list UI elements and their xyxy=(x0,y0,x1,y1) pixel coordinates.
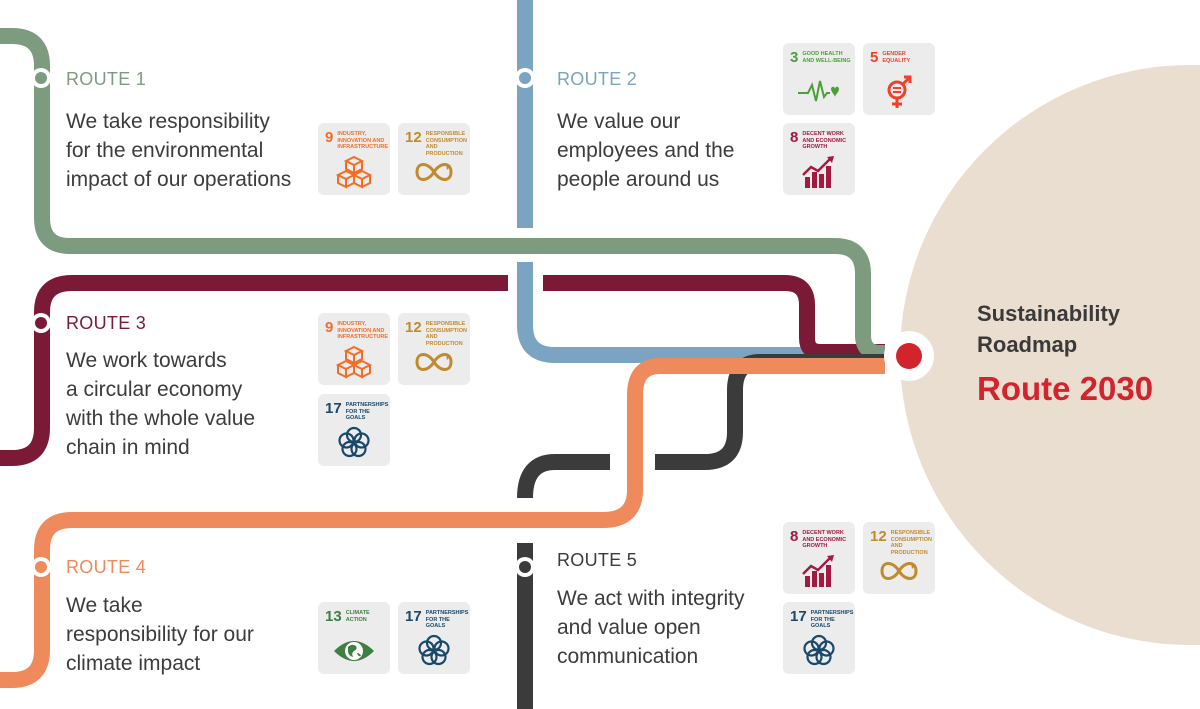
rings-icon xyxy=(797,634,841,668)
sdg-goal-8-tile: 8Decent work and economic growth xyxy=(783,522,855,594)
roadmap-title-line1: Sustainability xyxy=(977,301,1121,326)
sdg-goal-title: Responsible consumption and production xyxy=(425,131,467,157)
sdg-goal-header: 3Good health and well-being xyxy=(790,49,851,66)
sdg-goal-header: 8Decent work and economic growth xyxy=(790,129,851,151)
sdg-goal-12-tile: 12Responsible consumption and production xyxy=(863,522,935,594)
sdg-goal-header: 12Responsible consumption and production xyxy=(405,129,467,157)
route-2-line xyxy=(517,0,885,363)
sdg-goal-header: 12Responsible consumption and production xyxy=(405,319,467,347)
roadmap-title: Sustainability Roadmap xyxy=(977,298,1177,360)
sdg-goal-header: 9Industry, innovation and infrastructure xyxy=(325,319,389,341)
sdg-goal-title: Gender equality xyxy=(882,51,911,64)
sdg-goal-title: Good health and well-being xyxy=(802,51,851,64)
sdg-goal-header: 12Responsible consumption and production xyxy=(870,528,932,556)
route-4-description: We take responsibility for our climate i… xyxy=(66,594,254,675)
sdg-goal-3-tile: 3Good health and well-being xyxy=(783,43,855,115)
sdg-goal-header: 5Gender equality xyxy=(870,49,931,66)
sdg-goal-title: Industry, innovation and infrastructure xyxy=(337,321,389,340)
sdg-goal-title: Partnerships for the goals xyxy=(345,402,389,421)
sdg-goal-8-tile: 8Decent work and economic growth xyxy=(783,123,855,195)
center-circle xyxy=(900,65,1200,645)
sdg-goal-12-tile: 12Responsible consumption and production xyxy=(398,313,470,385)
sdg-goal-17-tile: 17Partnerships for the goals xyxy=(318,394,390,466)
route-3-line xyxy=(0,275,885,466)
sdg-goal-12-tile: 12Responsible consumption and production xyxy=(398,123,470,195)
route-5-description: We act with integrity and value open com… xyxy=(557,587,745,668)
sdg-goal-number: 8 xyxy=(790,528,799,545)
sdg-goal-number: 13 xyxy=(325,608,342,625)
sdg-goal-13-tile: 13Climate action xyxy=(318,602,390,674)
sdg-goal-header: 17Partnerships for the goals xyxy=(405,608,469,630)
gender-icon xyxy=(877,75,921,109)
sdg-goal-title: Partnerships for the goals xyxy=(425,610,469,629)
sdg-goal-number: 3 xyxy=(790,49,799,66)
sdg-goal-number: 12 xyxy=(870,528,887,545)
sdg-goal-number: 9 xyxy=(325,319,334,336)
route-1-label: ROUTE 1 xyxy=(66,69,147,89)
sdg-goal-title: Responsible consumption and production xyxy=(425,321,467,347)
sdg-goal-number: 8 xyxy=(790,129,799,146)
route-4-line xyxy=(0,358,885,688)
sdg-goal-header: 17Partnerships for the goals xyxy=(790,608,854,630)
route-5-label: ROUTE 5 xyxy=(557,550,638,570)
rings-icon xyxy=(412,634,456,668)
sdg-goal-number: 17 xyxy=(790,608,807,625)
sdg-goal-header: 13Climate action xyxy=(325,608,386,625)
route-2-description: We value our employees and the people ar… xyxy=(557,110,735,191)
growth-chart-icon xyxy=(797,554,841,588)
sdg-goal-5-tile: 5Gender equality xyxy=(863,43,935,115)
rings-icon xyxy=(332,426,376,460)
route-3-label: ROUTE 3 xyxy=(66,313,147,333)
infinity-icon xyxy=(412,345,456,379)
sdg-goal-header: 9Industry, innovation and infrastructure xyxy=(325,129,389,151)
route-1-line xyxy=(0,28,885,361)
roadmap-title-line2: Roadmap xyxy=(977,332,1078,357)
route-3-description: We work towards a circular economy with … xyxy=(66,349,256,459)
sdg-goal-title: Decent work and economic growth xyxy=(802,131,847,150)
cubes-icon xyxy=(332,345,376,379)
sdg-goal-title: Responsible consumption and production xyxy=(890,530,932,556)
sdg-goal-title: Partnerships for the goals xyxy=(810,610,854,629)
sdg-goal-number: 12 xyxy=(405,319,422,336)
heartbeat-icon xyxy=(797,75,841,109)
infinity-icon xyxy=(412,155,456,189)
sdg-goal-17-tile: 17Partnerships for the goals xyxy=(398,602,470,674)
sdg-goal-number: 9 xyxy=(325,129,334,146)
route-4-label: ROUTE 4 xyxy=(66,557,147,577)
sdg-goal-number: 12 xyxy=(405,129,422,146)
sdg-goal-title: Decent work and economic growth xyxy=(802,530,847,549)
infinity-icon xyxy=(877,554,921,588)
eye-globe-icon xyxy=(332,634,376,668)
sdg-goal-header: 8Decent work and economic growth xyxy=(790,528,851,550)
sdg-goal-title: Industry, innovation and infrastructure xyxy=(337,131,389,150)
growth-chart-icon xyxy=(797,155,841,189)
roadmap-route-2030: Route 2030 xyxy=(977,370,1154,407)
route-1-description: We take responsibility for the environme… xyxy=(66,110,292,191)
sdg-goal-title: Climate action xyxy=(345,610,370,623)
sdg-goal-9-tile: 9Industry, innovation and infrastructure xyxy=(318,123,390,195)
sdg-goal-header: 17Partnerships for the goals xyxy=(325,400,389,422)
sdg-goal-number: 5 xyxy=(870,49,879,66)
route-2-label: ROUTE 2 xyxy=(557,69,638,89)
sdg-goal-number: 17 xyxy=(325,400,342,417)
sdg-goal-number: 17 xyxy=(405,608,422,625)
sdg-goal-17-tile: 17Partnerships for the goals xyxy=(783,602,855,674)
sdg-goal-9-tile: 9Industry, innovation and infrastructure xyxy=(318,313,390,385)
cubes-icon xyxy=(332,155,376,189)
